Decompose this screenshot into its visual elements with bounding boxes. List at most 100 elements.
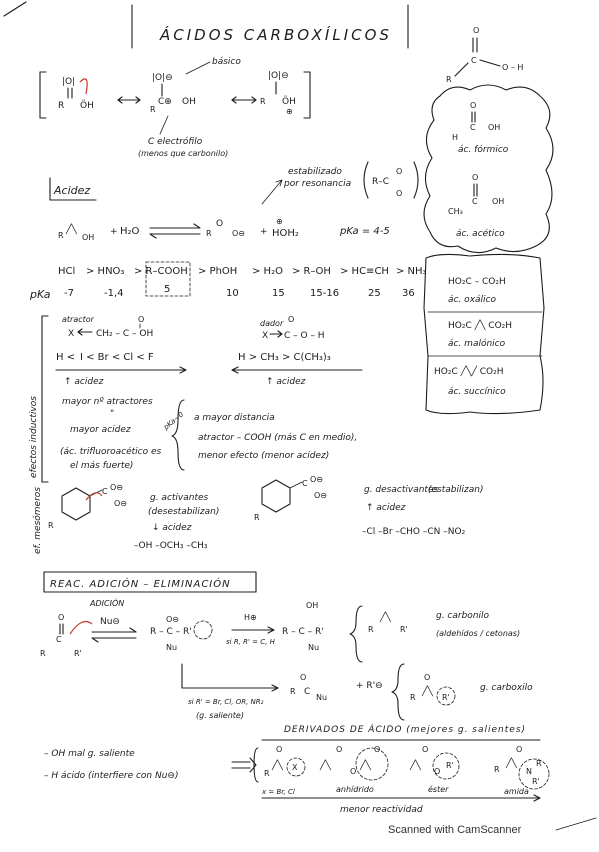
svg-text:R: R <box>290 687 296 696</box>
svg-text:R – C – R': R – C – R' <box>282 627 324 637</box>
brace-pka-label: pKa~0 <box>161 410 185 432</box>
svg-text:C: C <box>472 197 478 206</box>
svg-text:Nu: Nu <box>316 693 327 702</box>
reactivity-label: menor reactividad <box>340 805 423 815</box>
svg-text:C: C <box>102 487 108 496</box>
diacid-box: HO₂C – CO₂H ác. oxálico HO₂C ╱╲ CO₂H ác.… <box>423 253 545 415</box>
svg-text:R': R' <box>532 777 540 786</box>
svg-text:╱╲: ╱╲ <box>319 759 331 771</box>
svg-text:Nu: Nu <box>166 643 177 652</box>
svg-text:O: O <box>422 745 428 754</box>
svg-text:O: O <box>336 745 342 754</box>
acid-7: > NH₃ <box>396 266 427 277</box>
anhydride-label: anhídrido <box>336 785 374 794</box>
svg-text:OH: OH <box>82 233 94 242</box>
svg-text:O: O <box>396 189 402 198</box>
svg-text:R: R <box>254 513 260 522</box>
note-electrophile-2: (menos que carbonilo) <box>138 149 228 158</box>
inductive-side-label: efectos inductivos <box>29 396 39 478</box>
leaving-r2-circle <box>436 686 456 706</box>
malonic-formula: HO₂C ╱╲ CO₂H <box>448 319 512 331</box>
svg-text:ÖH: ÖH <box>282 96 296 107</box>
more-acidity: mayor acidez <box>70 425 131 435</box>
halide-circle <box>286 757 306 777</box>
svg-text:|O|: |O| <box>62 77 75 87</box>
scanner-watermark: Scanned with CamScanner <box>388 824 522 836</box>
svg-text:X: X <box>68 329 74 339</box>
svg-text:R: R <box>410 693 416 702</box>
ester-label: éster <box>428 784 449 794</box>
alkyl-order: H > CH₃ > C(CH₃)₃ <box>238 352 331 363</box>
inductive-effects: efectos inductivos atractor X CH₂ – C – … <box>29 315 363 483</box>
pka-range: pKa = 4-5 <box>339 226 390 237</box>
svg-text:R': R' <box>446 761 454 770</box>
svg-text:O⊖: O⊖ <box>166 615 179 624</box>
pka-value-5: 15-16 <box>310 288 339 299</box>
halogen-prefix: H < <box>56 352 75 363</box>
water-label: H₂O <box>120 226 140 237</box>
destabilize-label: (desestabilizan) <box>148 507 219 517</box>
leaving-r-circle <box>193 620 213 640</box>
hydronium-label: HOH₂ <box>272 228 299 239</box>
svg-text:+: + <box>110 227 118 237</box>
ester-circle <box>432 752 460 780</box>
note-basic: básico <box>212 57 241 67</box>
svg-text:O: O <box>473 26 479 35</box>
svg-text:O: O <box>216 219 223 229</box>
svg-text:O⊖: O⊖ <box>232 229 245 238</box>
svg-text:N: N <box>526 767 532 776</box>
leaving-group-label: (g. saliente) <box>196 711 244 720</box>
resonance-label: por resonancia <box>283 179 351 189</box>
note-oh: – OH mal g. saliente <box>44 749 135 759</box>
ditto-mark: " <box>110 409 114 419</box>
note-electrophile: C electrófilo <box>148 136 203 147</box>
svg-text:O: O <box>374 745 380 754</box>
attractor-label: atractor <box>62 315 95 324</box>
activating-groups-label: g. activantes <box>150 493 209 503</box>
deactivating-groups: –Cl –Br –CHO –CN –NO₂ <box>362 527 466 537</box>
mesomeric-side-label: ef. mesómeros <box>32 487 43 554</box>
svg-text:O: O <box>516 745 522 754</box>
svg-text:╱╲: ╱╲ <box>505 757 517 769</box>
svg-text:R – C – R': R – C – R' <box>150 627 192 637</box>
more-attractors: mayor nº atractores <box>62 397 153 407</box>
pka-value-0: -7 <box>64 288 74 299</box>
pka-row-label: pKa <box>29 288 51 301</box>
svg-text:H: H <box>452 133 458 142</box>
pka-value-6: 25 <box>368 288 381 299</box>
acid-4: > H₂O <box>252 266 283 277</box>
svg-text:╱╲: ╱╲ <box>271 759 283 771</box>
svg-text:X: X <box>262 331 268 341</box>
formic-acid-label: ác. fórmico <box>458 144 509 155</box>
amide-label: amida <box>504 787 529 796</box>
svg-text:CH₃: CH₃ <box>448 207 463 216</box>
svg-text:O: O <box>300 673 306 682</box>
svg-text:OH: OH <box>488 123 500 132</box>
carboxylic-acid-structure: O C R O – H <box>446 26 523 84</box>
acetic-acid-label: ác. acético <box>456 228 505 239</box>
svg-text:X: X <box>292 763 298 772</box>
succinic-formula: HO₂C ╱╲╱ CO₂H <box>434 365 503 377</box>
acid-6: > HC≡CH <box>340 266 389 277</box>
svg-text:O: O <box>288 315 294 324</box>
acid-1: > HNO₃ <box>86 266 124 277</box>
derivatives-heading: DERIVADOS DE ÁCIDO (mejores g. salientes… <box>284 723 526 735</box>
tfa-line-1: (ác. trifluoroacético es <box>60 446 162 457</box>
oxalic-label: ác. oxálico <box>448 295 496 305</box>
svg-text:C: C <box>471 56 477 65</box>
pka-value-2: 5 <box>164 284 170 295</box>
rcooh-highlight-box <box>145 261 191 297</box>
condition-1: si R, R' = C, H <box>226 638 276 646</box>
stabilize-label: (estabilizan) <box>428 485 483 495</box>
svg-text:O: O <box>350 767 356 776</box>
svg-text:╱╲: ╱╲ <box>65 223 77 235</box>
svg-text:O: O <box>58 613 64 622</box>
title-box: ÁCIDOS CARBOXÍLICOS <box>131 4 409 49</box>
deactivating-groups-label: g. desactivantes <box>364 485 438 495</box>
acidity-section: Acidez estabilizado por resonancia R–C O… <box>49 161 419 242</box>
page-title: ÁCIDOS CARBOXÍLICOS <box>159 25 392 44</box>
addition-label: ADICIÓN <box>89 597 124 608</box>
pka-value-3: 10 <box>226 288 239 299</box>
nucleophile-label: Nu⊖ <box>100 617 120 627</box>
